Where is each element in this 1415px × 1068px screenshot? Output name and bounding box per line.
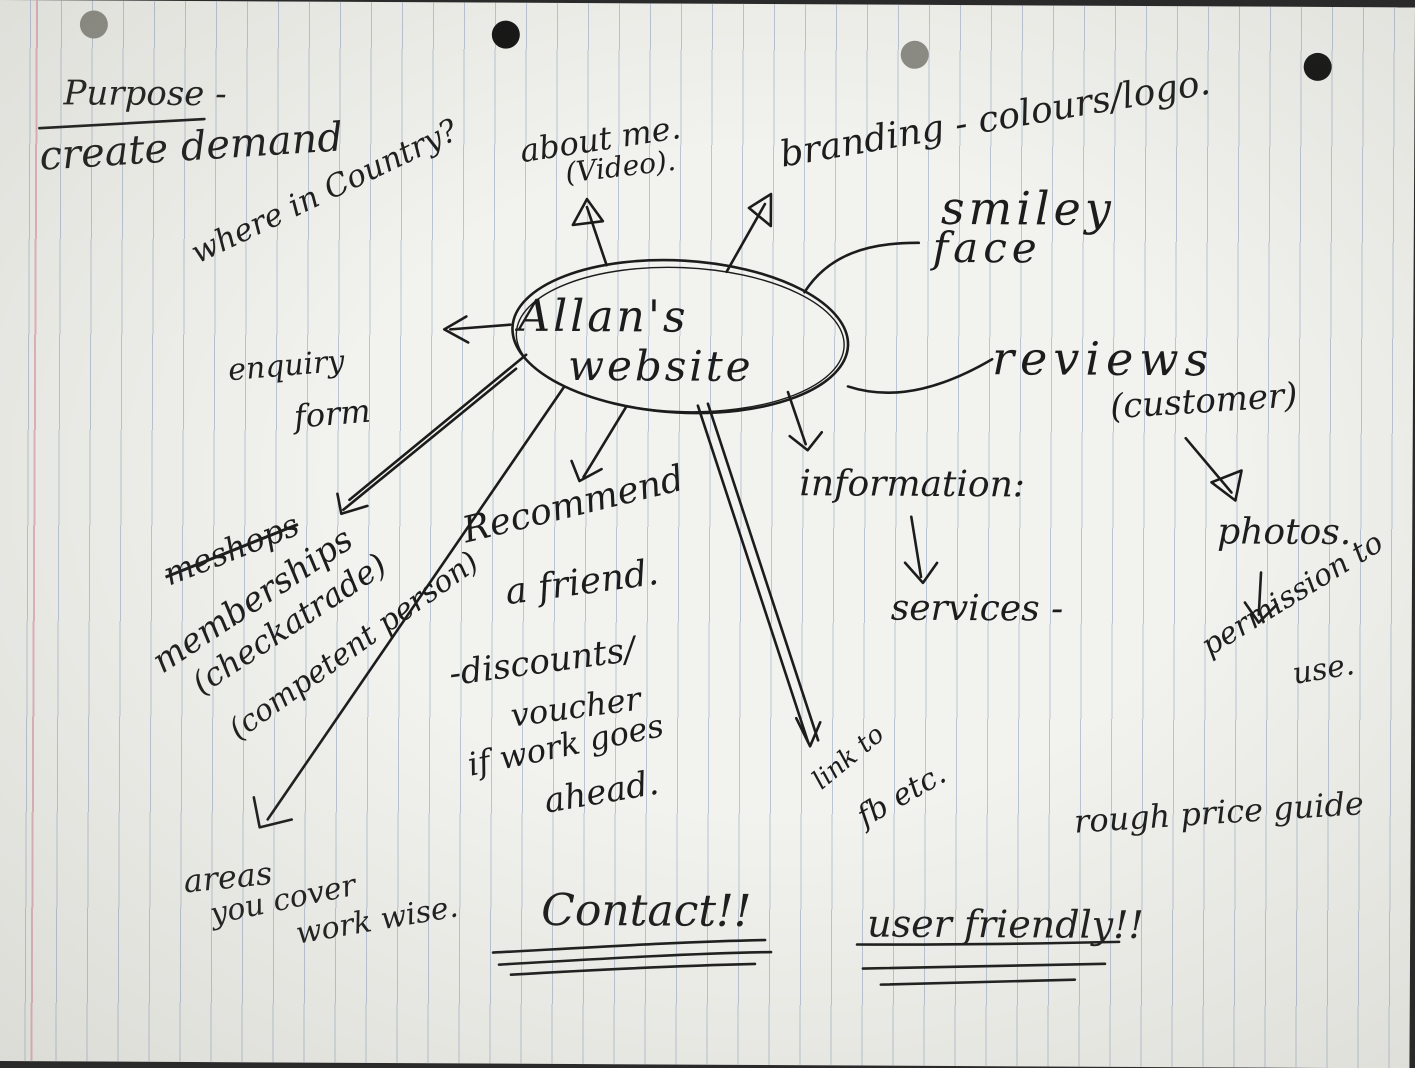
arrow-to-facebook [696,402,822,748]
services: services - [890,587,1064,630]
arrow-to-information [786,390,824,452]
arrow-to-permission [1243,571,1279,624]
arrow-to-areas [252,385,566,829]
centre-oval [511,258,850,415]
centre-line-2: website [567,340,754,391]
arrow-to-photos [1184,436,1243,502]
enquiry-line-2: form [292,391,373,436]
arrow-to-recommend [570,405,628,483]
arrow-to-branding [725,192,773,274]
smiley-connector [803,241,921,294]
contact: Contact!! [541,884,752,937]
arrow-to-about [571,197,608,267]
arrow-to-enquiry [442,315,512,344]
contact-underline [491,938,773,976]
arrow-to-services [903,515,939,585]
purpose-heading: Purpose - [63,73,227,115]
user-friendly-underline [855,940,1121,986]
arrow-to-memberships [336,353,528,516]
smiley-line-2: face [932,222,1042,273]
reviews: reviews [991,331,1215,387]
information: information: [799,463,1026,506]
photos: photos. [1217,511,1352,554]
purpose-underline [38,117,206,130]
reviews-connector [846,357,994,394]
user-friendly: user friendly!! [867,901,1144,948]
centre-line-1: Allan's [518,290,689,343]
